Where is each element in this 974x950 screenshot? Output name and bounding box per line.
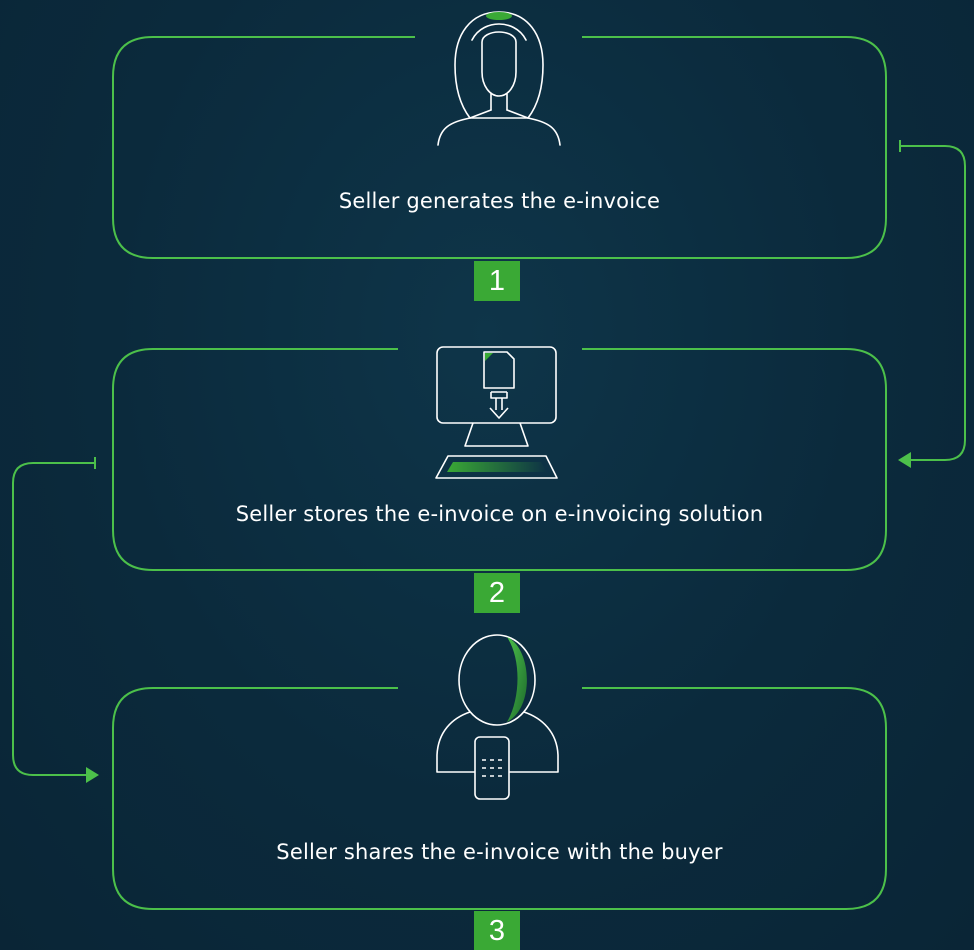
computer-download-icon: [435, 346, 558, 479]
keyboard-accent: [447, 462, 547, 472]
step-1-box: [112, 36, 887, 259]
step-3-label: Seller shares the e-invoice with the buy…: [276, 840, 723, 864]
arrowhead-into-step-2: [898, 452, 911, 468]
person-with-phone-icon: [436, 634, 559, 800]
step-1-number-badge: 1: [474, 261, 520, 301]
connector-step1-to-step2: [899, 140, 966, 461]
crescent-accent: [507, 637, 527, 722]
step-1-label: Seller generates the e-invoice: [338, 189, 661, 213]
headband-accent: [486, 12, 512, 20]
step-2-number-badge: 2: [474, 573, 520, 613]
step-2-box: [112, 348, 887, 571]
arrowhead-into-step-3: [86, 767, 99, 783]
seller-woman-icon: [437, 11, 561, 146]
step-3-number-badge: 3: [474, 911, 520, 950]
document-corner-accent: [485, 353, 493, 361]
step-3-box: [112, 687, 887, 910]
step-2-label: Seller stores the e-invoice on e-invoici…: [235, 502, 764, 526]
connector-step2-to-step3: [12, 457, 96, 776]
